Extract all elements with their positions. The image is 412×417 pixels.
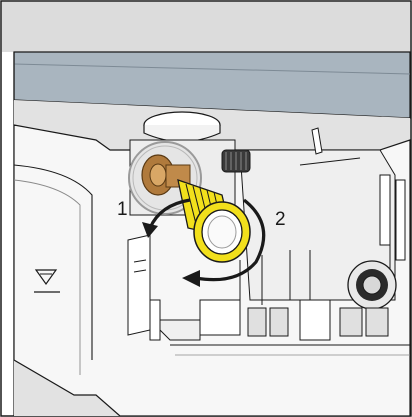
step-label-1: 1 xyxy=(117,199,128,220)
brass-fitting xyxy=(141,154,191,196)
circular-arrow-rotate-icon xyxy=(182,198,266,287)
round-port xyxy=(347,260,397,310)
clip-tab xyxy=(311,127,323,155)
background-top xyxy=(2,2,410,52)
rail-edge xyxy=(13,63,411,75)
recess-line xyxy=(299,157,361,166)
housing-curve-inner xyxy=(13,179,81,375)
inverted-triangle-tray-icon xyxy=(34,269,60,293)
inner-recess xyxy=(239,149,396,301)
side-knob xyxy=(221,149,251,173)
lower-connectors xyxy=(159,299,410,356)
channel-posts xyxy=(127,234,311,341)
step-label-2: 2 xyxy=(275,209,286,230)
housing-curve-left xyxy=(13,164,93,360)
yellow-knurled-nut xyxy=(177,179,251,263)
right-tubes xyxy=(379,174,406,290)
curved-arrow-push-in-icon xyxy=(142,198,191,238)
mount-cap xyxy=(143,111,221,142)
